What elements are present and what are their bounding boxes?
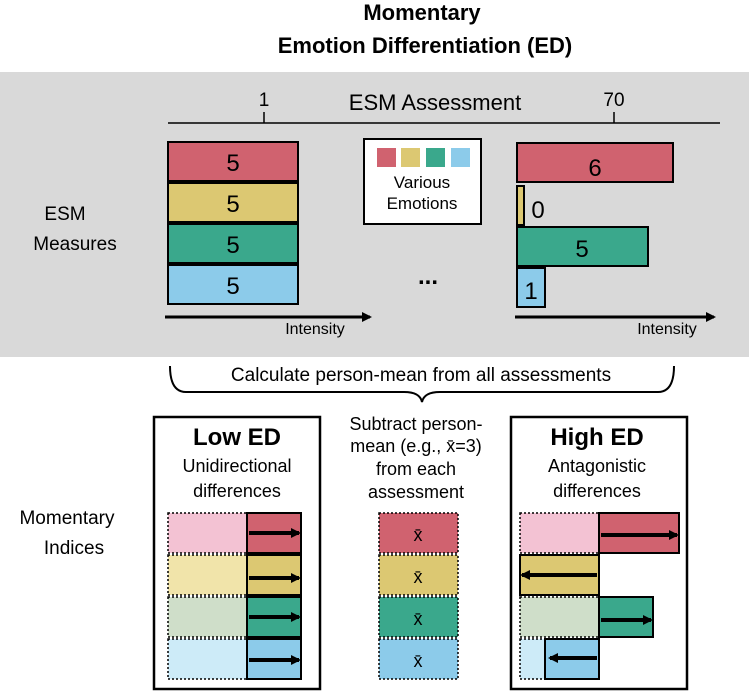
title-line-1: Momentary	[363, 0, 481, 25]
tick-label-last: 70	[603, 90, 624, 111]
middle-text-2: mean (e.g., x̄=3)	[350, 436, 482, 456]
legend-text-1: Various	[394, 173, 450, 192]
mean-cell-blue	[378, 638, 459, 680]
high-diff-green	[598, 596, 654, 638]
high-mean-green	[519, 596, 600, 638]
bar-first-yellow	[167, 182, 299, 223]
bar-last-red	[516, 142, 674, 183]
last-assessment-bars: 6 0 5 1	[516, 142, 674, 308]
tick-label-first: 1	[259, 90, 270, 111]
brace-label-backdrop	[194, 360, 648, 388]
high-ed-title: High ED	[550, 424, 643, 451]
mean-symbol-3: x̄	[414, 609, 423, 629]
mean-cell-yellow	[378, 554, 459, 596]
bar-last-blue	[516, 267, 546, 308]
bar-last-value-3: 5	[575, 236, 588, 263]
esm-assessment-header: ESM Assessment	[349, 90, 521, 115]
low-ed-subtitle-2: differences	[193, 481, 281, 501]
mean-symbol-4: x̄	[414, 651, 423, 671]
legend-swatch-yellow	[401, 148, 420, 167]
low-ed-title: Low ED	[193, 424, 281, 451]
bar-last-value-4: 1	[524, 278, 537, 305]
bar-first-value-4: 5	[226, 273, 239, 300]
low-ed-subtitle-1: Unidirectional	[182, 456, 291, 476]
legend-swatch-green	[426, 148, 445, 167]
ellipsis: ...	[418, 263, 438, 290]
mean-symbol-2: x̄	[414, 567, 423, 587]
title-line-2: Emotion Differentiation (ED)	[278, 33, 573, 58]
legend-text-2: Emotions	[387, 194, 458, 213]
low-ed-panel: Low ED Unidirectional differences	[152, 415, 322, 691]
momentary-indices-label-1: Momentary	[19, 508, 115, 529]
middle-text-3: from each	[376, 459, 456, 479]
bar-first-red	[167, 141, 299, 182]
bar-first-green	[167, 223, 299, 264]
esm-measures-label-2: Measures	[33, 234, 116, 255]
bar-last-value-1: 6	[588, 155, 601, 182]
low-mean-red	[167, 512, 248, 554]
low-mean-green	[167, 596, 248, 638]
intensity-label-left: Intensity	[285, 321, 345, 338]
high-ed-subtitle-1: Antagonistic	[548, 456, 646, 476]
bar-first-value-2: 5	[226, 191, 239, 218]
bar-last-yellow	[516, 185, 525, 226]
low-mean-yellow	[167, 554, 248, 596]
first-assessment-bars: 5 5 5 5	[167, 141, 299, 305]
esm-measures-label-1: ESM	[44, 204, 85, 225]
curly-brace	[169, 365, 675, 403]
legend-swatch-blue	[451, 148, 470, 167]
middle-text-1: Subtract person-	[349, 414, 482, 434]
mean-cell-red	[378, 512, 459, 554]
low-mean-blue	[167, 638, 248, 680]
bar-first-blue	[167, 264, 299, 305]
bar-first-value-1: 5	[226, 150, 239, 177]
intensity-label-right: Intensity	[637, 321, 697, 338]
bar-last-green	[516, 226, 649, 267]
momentary-indices-label-2: Indices	[44, 538, 104, 559]
mean-symbol-1: x̄	[414, 525, 423, 545]
emotion-legend: Various Emotions	[363, 138, 482, 225]
low-diff-yellow	[246, 554, 302, 596]
middle-text-4: assessment	[368, 482, 464, 502]
bar-first-value-3: 5	[226, 232, 239, 259]
high-mean-red	[519, 512, 600, 554]
mean-subtraction: Subtract person- mean (e.g., x̄=3) from …	[349, 414, 483, 680]
high-ed-panel: High ED Antagonistic differences	[509, 415, 689, 691]
high-ed-subtitle-2: differences	[553, 481, 641, 501]
legend-swatch-red	[377, 148, 396, 167]
mean-cell-green	[378, 596, 459, 638]
brace-label: Calculate person-mean from all assessmen…	[231, 365, 611, 386]
bar-last-value-2: 0	[531, 197, 544, 224]
